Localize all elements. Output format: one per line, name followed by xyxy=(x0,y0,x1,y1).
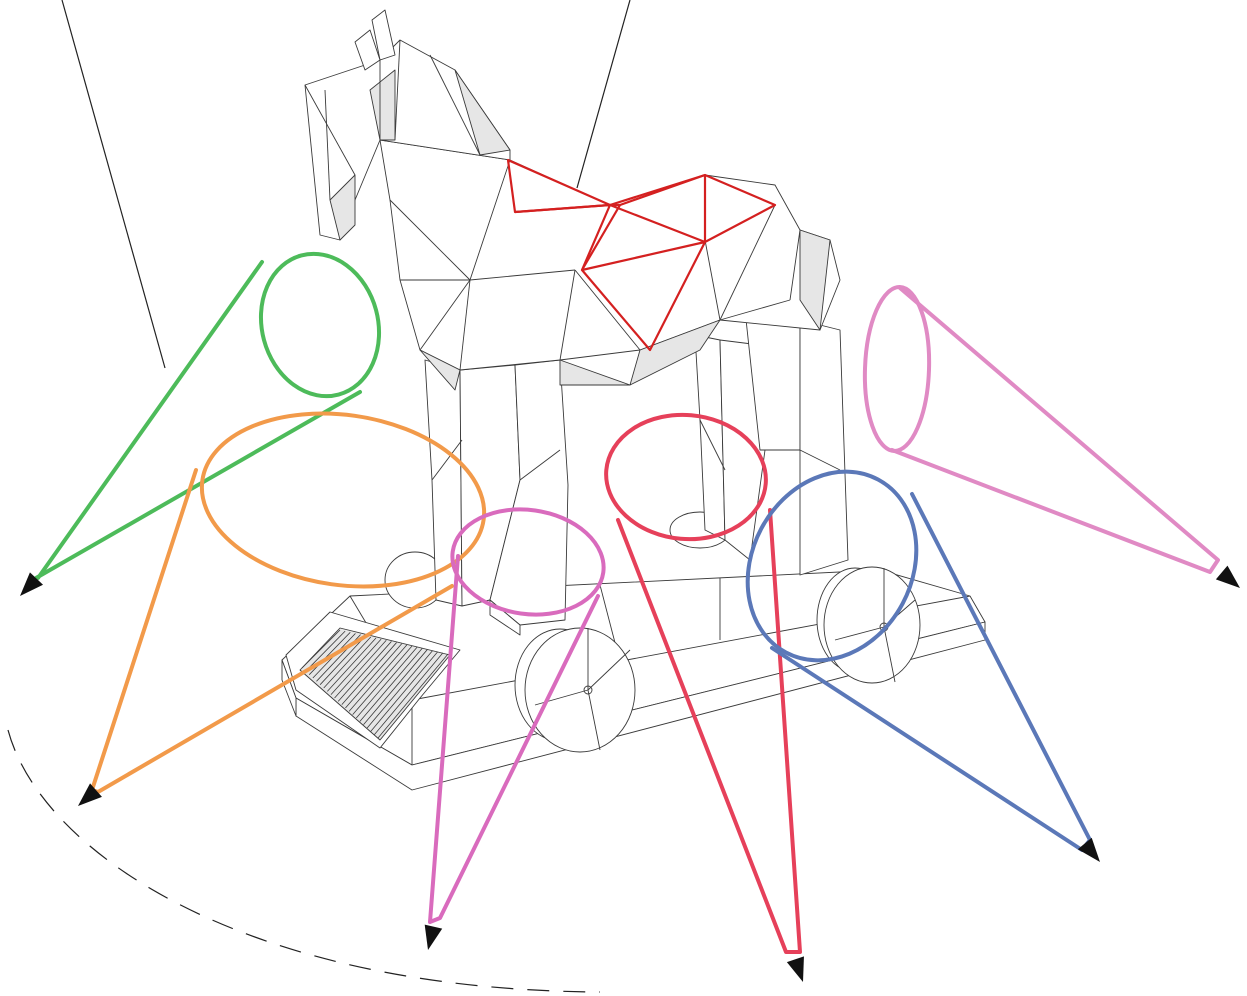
cam-pink-frustum xyxy=(862,286,1240,588)
cam-magenta-center-marker xyxy=(425,925,443,950)
cam-green-frustum xyxy=(20,240,395,596)
cam-red-frustum-lines xyxy=(618,510,800,952)
cam-red-center-marker xyxy=(787,956,804,982)
cam-orange-center-marker xyxy=(78,783,102,806)
leader-line-right xyxy=(577,0,630,188)
cam-green-frustum-lines xyxy=(36,262,360,578)
leader-line-left xyxy=(62,0,165,368)
cam-pink-aperture-ellipse xyxy=(862,286,932,452)
cam-green-aperture-ellipse xyxy=(245,240,394,409)
cam-blue-center-marker xyxy=(1078,838,1100,862)
cam-pink-frustum-lines xyxy=(892,288,1218,572)
cam-pink-center-marker xyxy=(1216,566,1240,588)
